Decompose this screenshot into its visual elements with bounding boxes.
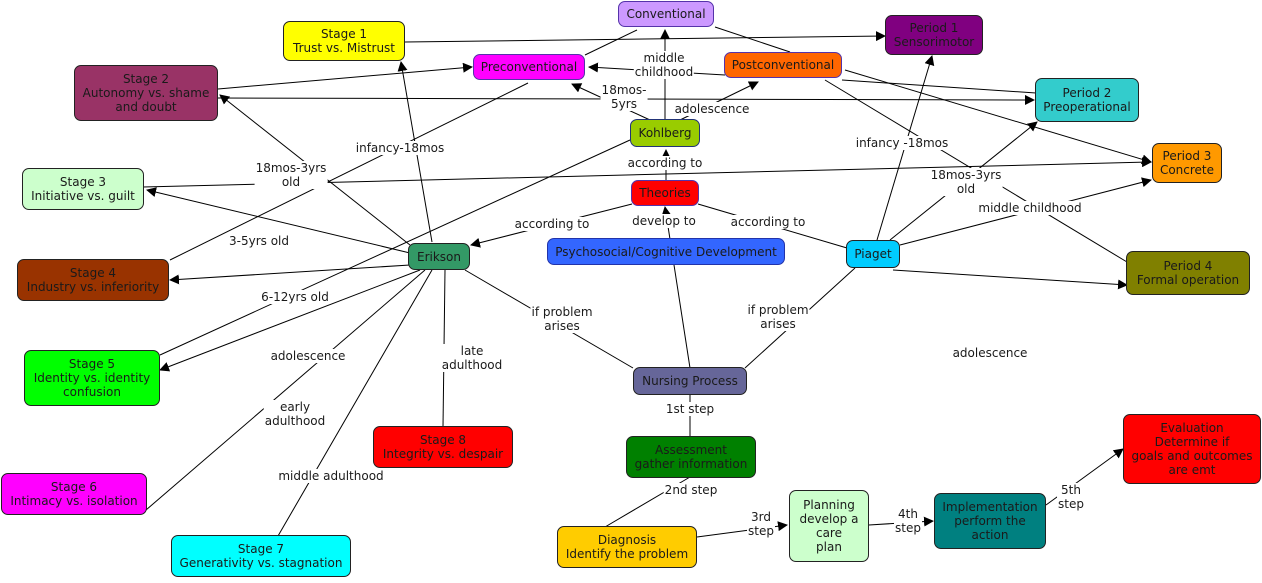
node-preconventional[interactable]: Preconventional: [473, 54, 585, 80]
edge-piaget-period4: [892, 269, 1128, 290]
node-erikson[interactable]: Erikson: [408, 243, 470, 270]
node-planning[interactable]: Planning develop a care plan: [789, 490, 869, 562]
label-18mos-3yrs-erikson: 18mos-3yrs old: [254, 161, 328, 189]
label-if-problem-erikson: if problem arises: [530, 305, 594, 333]
label-4th-step: 4th step: [894, 507, 922, 535]
node-diagnosis[interactable]: Diagnosis Identify the problem: [557, 526, 697, 568]
node-period4[interactable]: Period 4 Formal operation: [1126, 251, 1250, 295]
edge-stage1-period1: [404, 31, 886, 43]
edge-preconventional-period3: [844, 69, 1152, 165]
node-evaluation[interactable]: Evaluation Determine if goals and outcom…: [1123, 414, 1261, 484]
label-late-adulthood: late adulthood: [440, 344, 504, 372]
label-according-to-kohlberg: according to: [626, 156, 704, 170]
label-adolescence-kohlberg: adolescence: [673, 102, 751, 116]
label-1st-step: 1st step: [664, 402, 716, 416]
edge-erikson-stage4: [169, 264, 411, 285]
node-stage8[interactable]: Stage 8 Integrity vs. despair: [373, 426, 513, 468]
node-nursing-process[interactable]: Nursing Process: [633, 367, 747, 395]
node-period2[interactable]: Period 2 Preoperational: [1035, 78, 1139, 122]
node-stage2[interactable]: Stage 2 Autonomy vs. shame and doubt: [74, 65, 218, 121]
label-according-to-piaget: according to: [729, 215, 807, 229]
edge-conventional-postconventional-line: [714, 26, 791, 53]
node-conventional[interactable]: Conventional: [618, 1, 714, 27]
label-3rd-step: 3rd step: [747, 510, 775, 538]
label-early-adulthood: early adulthood: [263, 400, 327, 428]
edge-kohlberg-stage5: [159, 139, 631, 356]
label-according-to-erikson: according to: [513, 217, 591, 231]
label-infancy-piaget: infancy -18mos: [854, 136, 950, 150]
label-infancy-erikson: infancy-18mos: [354, 141, 446, 155]
edge-conventional-preconventional-line: [584, 29, 638, 56]
node-period1[interactable]: Period 1 Sensorimotor: [885, 15, 983, 55]
label-adolescence-piaget: adolescence: [951, 346, 1029, 360]
label-2nd-step: 2nd step: [663, 483, 719, 497]
edge-erikson-stage7: [277, 269, 433, 537]
edge-erikson-stage5: [159, 269, 421, 372]
label-18mos-5yrs: 18mos- 5yrs: [600, 83, 648, 111]
edge-postconventional-period2: [841, 79, 1037, 94]
label-develop-to: develop to: [631, 214, 697, 228]
node-stage7[interactable]: Stage 7 Generativity vs. stagnation: [171, 535, 351, 577]
label-3-5yrs: 3-5yrs old: [228, 234, 290, 248]
label-18mos-3yrs-piaget: 18mos-3yrs old: [929, 168, 1003, 196]
node-theories[interactable]: Theories: [631, 180, 699, 206]
node-piaget[interactable]: Piaget: [846, 240, 900, 268]
label-middle-childhood-kohlberg: middle childhood: [633, 51, 695, 79]
node-stage6[interactable]: Stage 6 Intimacy vs. isolation: [1, 473, 147, 515]
label-6-12yrs: 6-12yrs old: [260, 290, 330, 304]
label-if-problem-piaget: if problem arises: [746, 303, 810, 331]
node-stage4[interactable]: Stage 4 Industry vs. inferiority: [17, 259, 169, 301]
edge-nursing-theories: [661, 206, 691, 369]
node-psychosocial-development[interactable]: Psychosocial/Cognitive Development: [547, 238, 785, 265]
label-middle-childhood-piaget: middle childhood: [977, 201, 1083, 215]
node-stage3[interactable]: Stage 3 Initiative vs. guilt: [22, 168, 144, 210]
node-stage1[interactable]: Stage 1 Trust vs. Mistrust: [283, 21, 405, 61]
node-implementation[interactable]: Implementation perform the action: [934, 493, 1046, 549]
label-middle-adulthood: middle adulthood: [277, 469, 385, 483]
node-period3[interactable]: Period 3 Concrete: [1152, 143, 1222, 183]
label-5th-step: 5th step: [1057, 483, 1085, 511]
node-assessment[interactable]: Assessment gather information: [626, 436, 756, 478]
edge-erikson-stage6: [145, 269, 426, 511]
node-stage5[interactable]: Stage 5 Identity vs. identity confusion: [24, 350, 160, 406]
node-postconventional[interactable]: Postconventional: [724, 52, 842, 78]
node-kohlberg[interactable]: Kohlberg: [630, 119, 700, 147]
edge-preconventional-stage4: [169, 82, 529, 261]
edge-erikson-stage3: [146, 187, 411, 254]
edge-stage2-preconventional: [217, 62, 473, 90]
label-adolescence-erikson: adolescence: [269, 349, 347, 363]
